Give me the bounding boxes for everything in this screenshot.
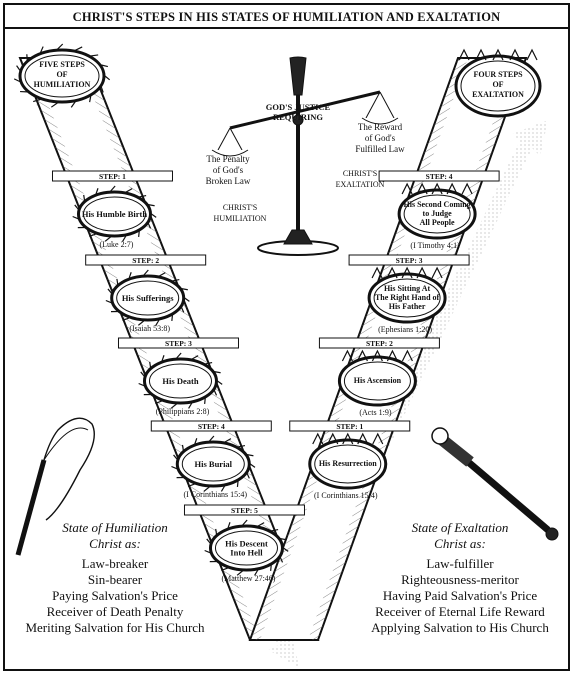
scales-of-justice [229, 56, 381, 256]
exaltation-role: Applying Salvation to His Church [371, 620, 549, 635]
humiliation-step-number: STEP: 3 [165, 339, 192, 348]
exaltation-step-crown [397, 182, 477, 240]
humiliation-step-number: STEP: 2 [132, 256, 159, 265]
humiliation-step-ref: (Isaiah 53:8) [129, 324, 170, 333]
humiliation-rung [150, 420, 272, 432]
humiliation-step-wreath [204, 519, 289, 576]
diagram-frame: CHRIST'S STEPS IN HIS STATES OF HUMILIAT… [3, 3, 570, 671]
humiliation-step-name: His Sufferings [122, 293, 174, 303]
humiliation-step-name: His Humble Birth [82, 209, 147, 219]
humiliation-state-heading: State of Humiliation [62, 520, 168, 535]
humiliation-role: Paying Salvation's Price [52, 588, 178, 603]
left-pan [211, 127, 249, 157]
exaltation-role: Righteousness-meritor [401, 572, 519, 587]
humiliation-step-ref: (I Corinthians 15:4) [184, 490, 248, 499]
exaltation-step-number: STEP: 4 [426, 172, 453, 181]
step-wreaths [13, 43, 542, 576]
exaltation-christ-as: Christ as: [434, 536, 486, 551]
exaltation-rung [378, 170, 500, 182]
exaltation-rung [318, 337, 440, 349]
humiliation-step-number: STEP: 1 [99, 172, 126, 181]
humiliation-step-name: His Death [162, 376, 198, 386]
exaltation-state-heading: State of Exaltation [411, 520, 509, 535]
exaltation-step-number: STEP: 2 [366, 339, 393, 348]
exaltation-summary: State of Exaltation Christ as: Law-fulfi… [355, 520, 565, 636]
exaltation-step-ref: (Ephesians 1:20) [378, 325, 432, 334]
humiliation-step-wreath [171, 435, 256, 492]
exaltation-step-ref: (Acts 1:9) [359, 408, 392, 417]
humiliation-summary: State of Humiliation Christ as: Law-brea… [10, 520, 220, 636]
whip-icon [15, 417, 95, 556]
humiliation-role: Sin-bearer [87, 572, 143, 587]
humiliation-step-wreath [72, 185, 157, 242]
step-rungs [51, 170, 500, 516]
exaltation-step-ref: (I Corinthians 15:4) [314, 491, 378, 500]
humiliation-christ-as: Christ as: [89, 536, 141, 551]
exaltation-step-crown [367, 266, 447, 324]
humiliation-step-name: His Burial [195, 459, 233, 469]
diagram-title: CHRIST'S STEPS IN HIS STATES OF HUMILIAT… [5, 5, 568, 29]
exaltation-step-ref: (I Timothy 4:1) [410, 241, 460, 250]
humiliation-step-wreath [138, 352, 223, 409]
humiliation-role: Receiver of Death Penalty [46, 604, 184, 619]
humiliation-step-ref: (Matthew 27:46) [221, 574, 275, 583]
humiliation-step-ref: (Philippians 2:8) [156, 407, 210, 416]
exaltation-header-wreath [454, 48, 542, 118]
humiliation-role: Law-breaker [81, 556, 149, 571]
exaltation-rung [289, 420, 411, 432]
right-pan [361, 91, 399, 125]
humiliation-step-number: STEP: 5 [231, 506, 258, 515]
humiliation-step-ref: (Luke 2:7) [99, 240, 133, 249]
humiliation-rung [183, 504, 305, 516]
exaltation-role: Law-fulfiller [426, 556, 494, 571]
exaltation-step-number: STEP: 1 [336, 422, 363, 431]
exaltation-role: Having Paid Salvation's Price [382, 588, 538, 603]
humiliation-rung [85, 254, 207, 266]
humiliation-step-wreath [105, 269, 190, 326]
exaltation-role: Receiver of Eternal Life Reward [375, 604, 545, 619]
exaltation-step-name: His Ascension [354, 376, 402, 385]
scepter-icon [431, 427, 559, 541]
exaltation-step-number: STEP: 3 [396, 256, 423, 265]
humiliation-role: Meriting Salvation for His Church [25, 620, 205, 635]
humiliation-rung [117, 337, 239, 349]
humiliation-header-wreath [13, 43, 111, 108]
humiliation-step-number: STEP: 4 [198, 422, 225, 431]
exaltation-step-crown [308, 432, 388, 490]
exaltation-step-crown [337, 349, 417, 407]
humiliation-rung [51, 170, 173, 182]
exaltation-step-name: His Resurrection [319, 459, 377, 468]
exaltation-rung [348, 254, 470, 266]
